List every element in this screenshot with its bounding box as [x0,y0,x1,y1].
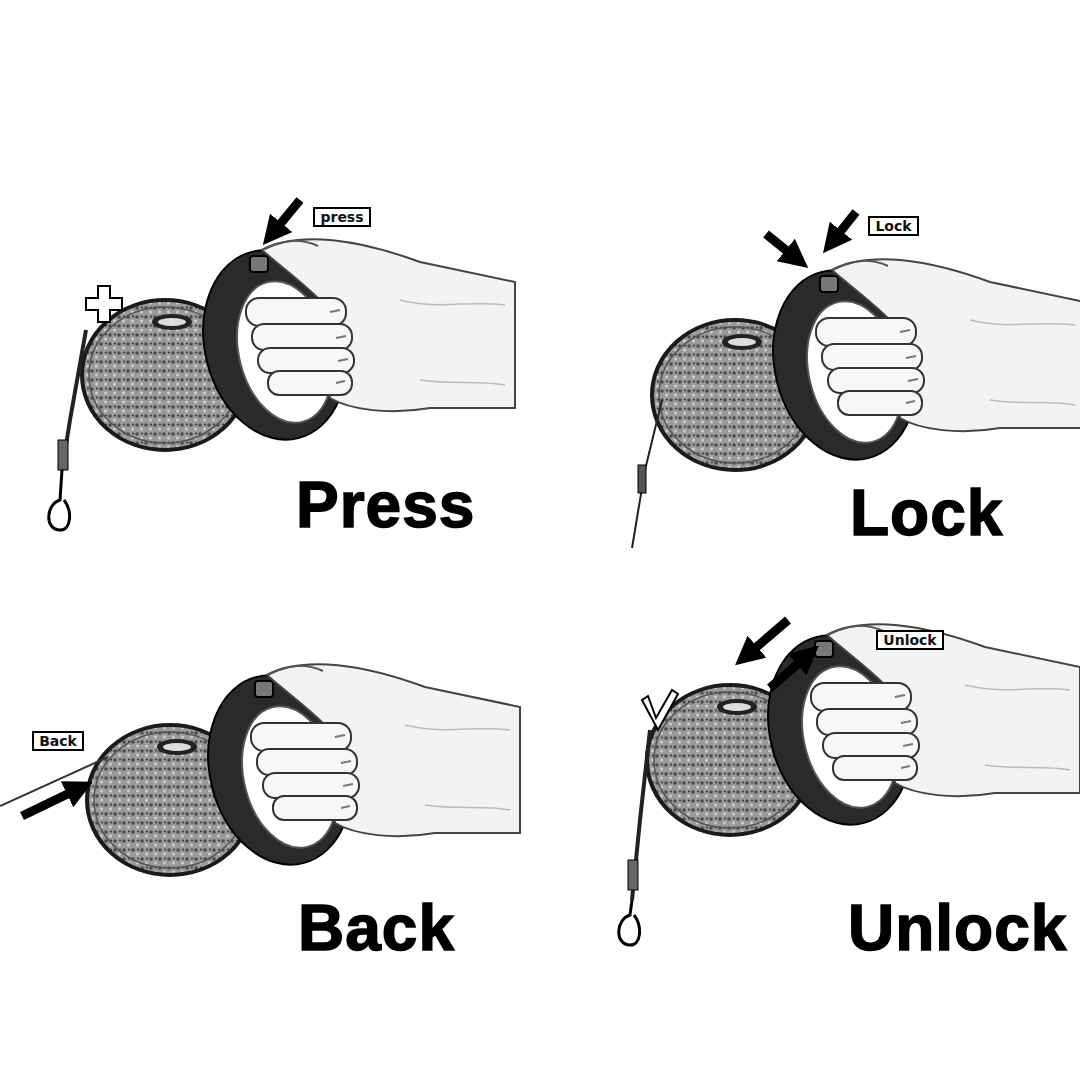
callout-text: Lock [875,218,911,234]
callout-box: press [313,207,371,227]
callout-box: Back [32,731,84,751]
callout-text: press [320,209,363,225]
callout-text: Unlock [883,632,936,648]
panel-lock-illustration [632,212,1080,548]
step-title: Press [296,470,475,540]
callout-text: Back [39,733,77,749]
step-title: Lock [850,478,1003,548]
callout-box: Lock [868,216,919,236]
callout-box: Unlock [876,630,944,650]
step-title: Back [298,893,455,963]
panel-back-illustration [0,660,520,880]
step-title: Unlock [848,893,1067,963]
